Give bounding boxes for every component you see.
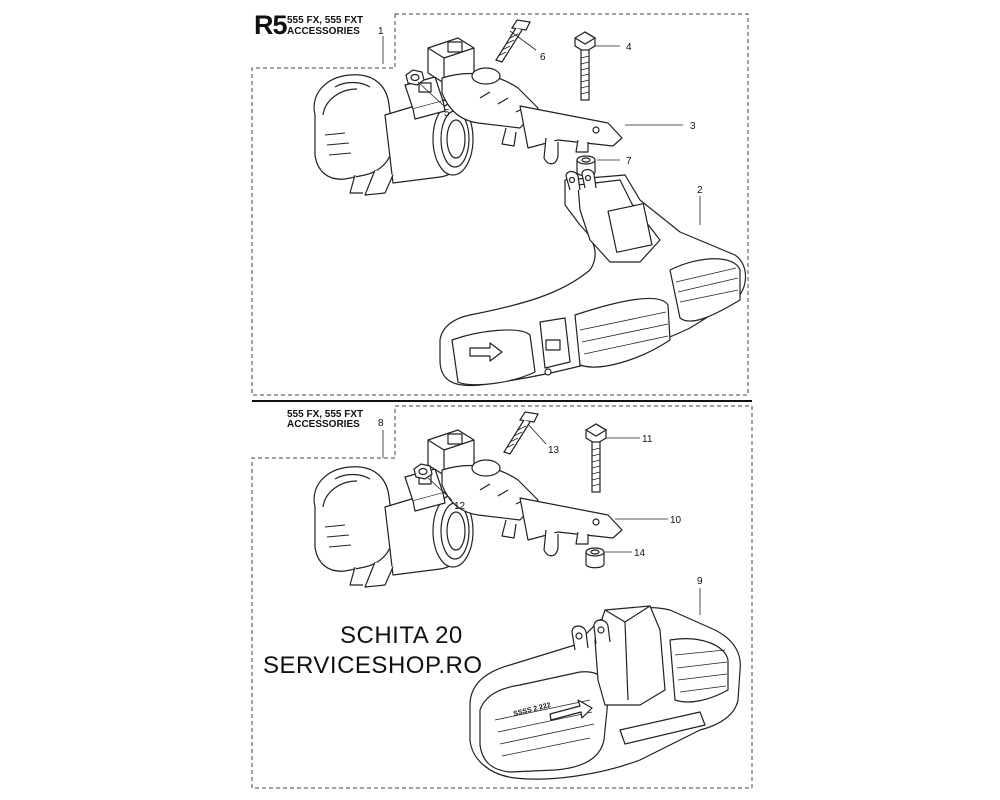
callout-5: 5 <box>444 108 450 119</box>
callout-3: 3 <box>690 121 696 132</box>
callout-13: 13 <box>548 445 560 456</box>
header-category: ACCESSORIES <box>287 26 360 37</box>
guard-part-2 <box>439 168 747 387</box>
callout-4: 4 <box>626 42 632 53</box>
bolt-part-6 <box>495 19 531 63</box>
callout-6: 6 <box>540 52 546 63</box>
leader-lines-section-1 <box>382 30 701 225</box>
callout-11: 11 <box>642 434 653 445</box>
callout-8: 8 <box>378 418 384 429</box>
watermark-line1: SCHITA 20 <box>340 622 463 649</box>
header-models: 555 FX, 555 FXT <box>287 15 364 26</box>
callouts-section-2: 8 13 11 12 10 14 9 <box>378 418 703 587</box>
screw-part-4 <box>574 31 596 101</box>
diagram-code: R5 <box>254 10 288 40</box>
section2-models: 555 FX, 555 FXT <box>287 409 364 420</box>
callout-14: 14 <box>634 548 646 559</box>
callout-2: 2 <box>697 185 703 196</box>
screw-part-11 <box>585 423 607 493</box>
bolt-part-13 <box>503 411 539 455</box>
callout-7: 7 <box>626 156 632 167</box>
callout-12: 12 <box>454 501 466 512</box>
callout-1: 1 <box>378 26 384 37</box>
nut-part-14 <box>585 547 605 569</box>
watermark-line2: SERVICESHOP.RO <box>263 652 483 679</box>
guard-part-9 <box>469 605 741 780</box>
section-1-frame <box>251 13 749 396</box>
callout-10: 10 <box>670 515 682 526</box>
section2-category: ACCESSORIES <box>287 419 360 430</box>
callout-9: 9 <box>697 576 703 587</box>
callouts-section-1: 1 6 4 5 3 7 2 <box>378 26 703 196</box>
section-2-frame <box>251 405 753 789</box>
leader-lines-section-2 <box>382 423 701 615</box>
